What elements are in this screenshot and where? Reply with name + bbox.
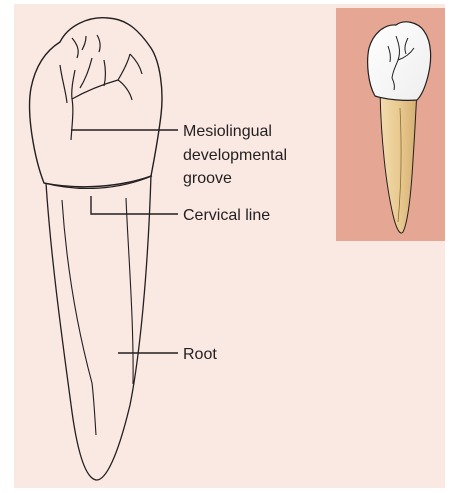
- label-mesiolingual-line3: groove: [183, 170, 232, 187]
- label-root: Root: [183, 346, 217, 363]
- label-mesiolingual-line2: developmental: [183, 147, 287, 164]
- label-mesiolingual-line1: Mesiolingual: [183, 123, 272, 140]
- label-cervical-line: Cervical line: [183, 207, 270, 224]
- inset-tooth-crown: [368, 22, 431, 100]
